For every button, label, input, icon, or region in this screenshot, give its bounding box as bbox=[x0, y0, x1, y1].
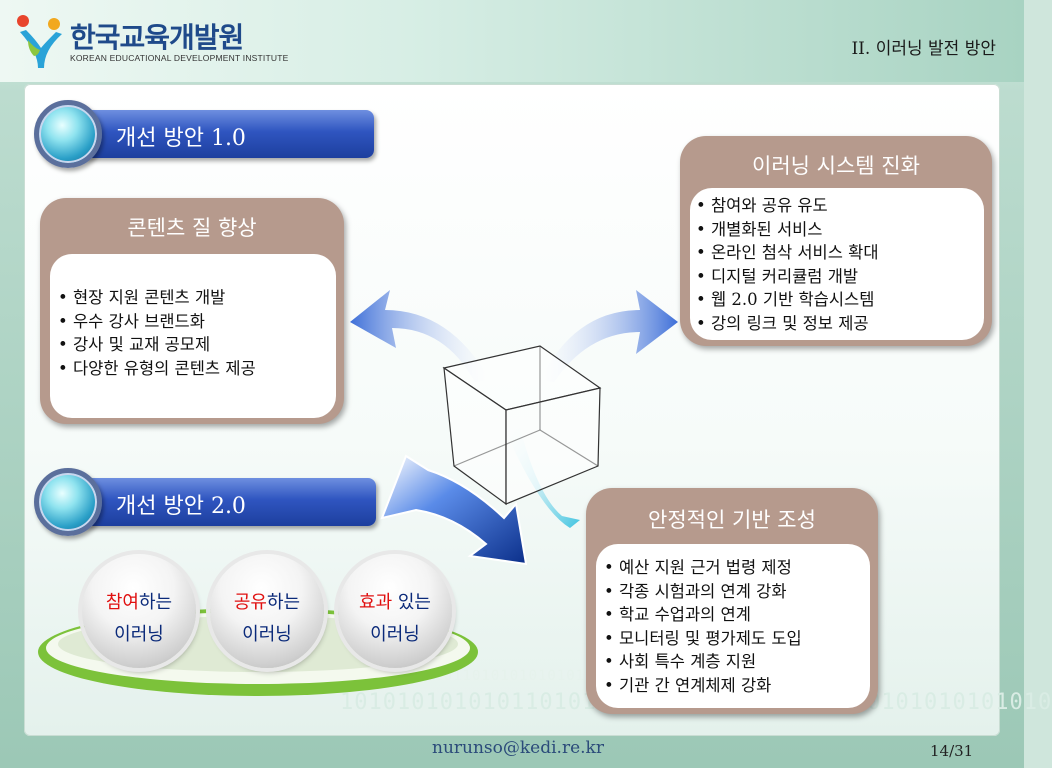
sphere-effect-line2: 이러닝 bbox=[370, 624, 420, 645]
section-pill-v1: 개선 방안 1.0 bbox=[46, 110, 374, 158]
sphere-sharing-line1: 공유하는 bbox=[210, 588, 324, 614]
arrow-left-icon bbox=[350, 290, 490, 382]
sphere-highlight: 효과 bbox=[359, 592, 393, 613]
list-item: 강사 및 교재 공모제 bbox=[58, 333, 336, 357]
card-system-evolution: 이러닝 시스템 진화 참여와 공유 유도 개별화된 서비스 온라인 첨삭 서비스… bbox=[680, 136, 992, 346]
sphere-rest: 있는 bbox=[392, 592, 431, 613]
sphere-rest: 하는 bbox=[139, 592, 173, 613]
card-system-evolution-title: 이러닝 시스템 진화 bbox=[752, 154, 920, 178]
list-item: 기관 간 연계체제 강화 bbox=[604, 674, 870, 698]
card-stable-foundation-body: 예산 지원 근거 법령 제정 각종 시험과의 연계 강화 학교 수업과의 연계 … bbox=[596, 544, 870, 708]
section-pill-v1-label: 개선 방안 1.0 bbox=[116, 126, 246, 151]
sphere-effect-line1: 효과 있는 bbox=[338, 588, 452, 614]
arrow-right-icon bbox=[540, 290, 678, 382]
list-item: 참여와 공유 유도 bbox=[696, 194, 984, 218]
cube-icon bbox=[442, 345, 602, 506]
list-item: 현장 지원 콘텐츠 개발 bbox=[58, 286, 336, 310]
list-item: 다양한 유형의 콘텐츠 제공 bbox=[58, 357, 336, 381]
card-stable-foundation-list: 예산 지원 근거 법령 제정 각종 시험과의 연계 강화 학교 수업과의 연계 … bbox=[596, 544, 870, 697]
sphere-effect: 효과 있는 이러닝 bbox=[338, 554, 452, 668]
list-item: 학교 수업과의 연계 bbox=[604, 603, 870, 627]
sphere-highlight: 참여 bbox=[105, 592, 139, 613]
list-item: 디지털 커리큘럼 개발 bbox=[696, 265, 984, 289]
section-pill-v2-label: 개선 방안 2.0 bbox=[116, 494, 246, 519]
orb-icon bbox=[34, 100, 102, 168]
card-stable-foundation: 안정적인 기반 조성 예산 지원 근거 법령 제정 각종 시험과의 연계 강화 … bbox=[586, 488, 878, 714]
kedi-logo: 한국교육개발원 KOREAN EDUCATIONAL DEVELOPMENT I… bbox=[14, 12, 288, 72]
sphere-participation: 참여하는 이러닝 bbox=[82, 554, 196, 668]
cube-arrow-diagram bbox=[350, 290, 678, 528]
card-content-quality: 콘텐츠 질 향상 현장 지원 콘텐츠 개발 우수 강사 브랜드화 강사 및 교재… bbox=[40, 198, 344, 424]
card-content-quality-list: 현장 지원 콘텐츠 개발 우수 강사 브랜드화 강사 및 교재 공모제 다양한 … bbox=[50, 254, 336, 380]
list-item: 웹 2.0 기반 학습시스템 bbox=[696, 288, 984, 312]
list-item: 개별화된 서비스 bbox=[696, 218, 984, 242]
list-item: 모니터링 및 평가제도 도입 bbox=[604, 627, 870, 651]
header-band bbox=[0, 0, 1024, 82]
list-item: 우수 강사 브랜드화 bbox=[58, 310, 336, 334]
sphere-participation-line2: 이러닝 bbox=[114, 624, 164, 645]
list-item: 예산 지원 근거 법령 제정 bbox=[604, 556, 870, 580]
org-name-ko: 한국교육개발원 bbox=[70, 21, 244, 54]
sphere-rest: 하는 bbox=[267, 592, 301, 613]
sphere-participation-line1: 참여하는 bbox=[82, 588, 196, 614]
orb-icon bbox=[34, 468, 102, 536]
card-content-quality-title: 콘텐츠 질 향상 bbox=[127, 216, 257, 240]
list-item: 강의 링크 및 정보 제공 bbox=[696, 312, 984, 336]
sphere-sharing: 공유하는 이러닝 bbox=[210, 554, 324, 668]
page-number: 14/31 bbox=[930, 742, 974, 760]
arrow-swoosh-icon bbox=[380, 454, 528, 566]
card-content-quality-body: 현장 지원 콘텐츠 개발 우수 강사 브랜드화 강사 및 교재 공모제 다양한 … bbox=[50, 254, 336, 418]
sphere-sharing-line2: 이러닝 bbox=[242, 624, 292, 645]
list-item: 사회 특수 계층 지원 bbox=[604, 650, 870, 674]
kedi-logo-icon bbox=[17, 15, 62, 68]
sphere-highlight: 공유 bbox=[233, 592, 267, 613]
card-stable-foundation-title: 안정적인 기반 조성 bbox=[648, 508, 816, 532]
org-name-en: KOREAN EDUCATIONAL DEVELOPMENT INSTITUTE bbox=[70, 53, 289, 63]
card-system-evolution-list: 참여와 공유 유도 개별화된 서비스 온라인 첨삭 서비스 확대 디지털 커리큘… bbox=[690, 188, 984, 335]
section-title: II. 이러닝 발전 방안 bbox=[851, 39, 996, 59]
list-item: 온라인 첨삭 서비스 확대 bbox=[696, 241, 984, 265]
footer-email: nurunso@kedi.re.kr bbox=[432, 738, 604, 758]
list-item: 각종 시험과의 연계 강화 bbox=[604, 580, 870, 604]
card-system-evolution-body: 참여와 공유 유도 개별화된 서비스 온라인 첨삭 서비스 확대 디지털 커리큘… bbox=[690, 188, 984, 340]
